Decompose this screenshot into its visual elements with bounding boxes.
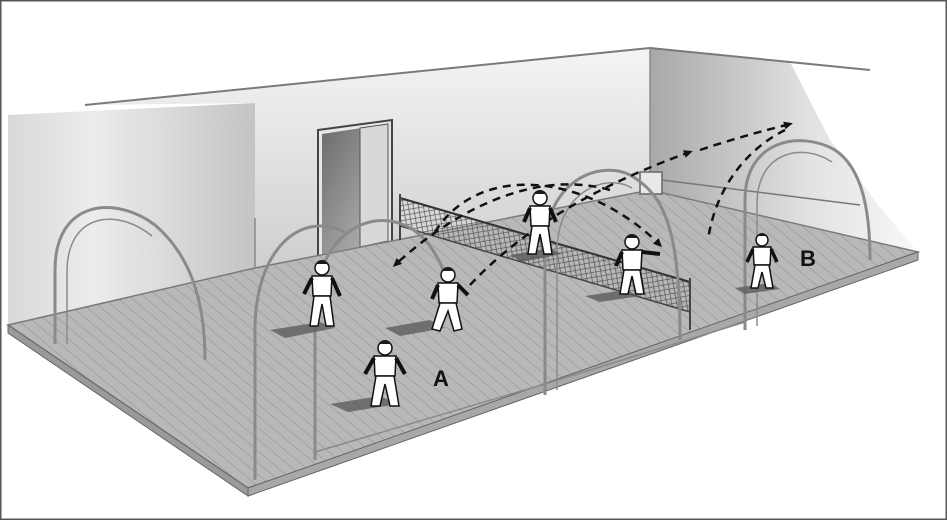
shadow-player-2 [385,320,445,336]
players [270,190,780,412]
back-rail [661,179,861,206]
player-torso [752,246,772,266]
arch-frame-3-inner [556,182,633,390]
player-torso [529,205,551,227]
player-torso [373,355,397,377]
player-arms [745,248,779,263]
player-4 [522,190,558,255]
player-6 [745,233,779,289]
player-legs [527,225,553,255]
player-torso [311,275,333,297]
trajectories [392,121,793,286]
door-leaf [359,123,389,248]
player-legs [370,375,400,407]
player-hair [533,190,547,197]
doorway [317,118,393,260]
zone-label-b: B [800,246,816,271]
player-arms [302,277,342,297]
player-legs [619,269,645,295]
zone-label-a: A [433,366,449,391]
player-legs [750,264,774,289]
player-3 [363,340,407,407]
trajectory-arrow-1 [433,183,663,248]
trajectory-arrow-3 [699,121,793,152]
player-arms [430,283,470,300]
player-hair [378,340,392,347]
arch-rail-mid [544,321,746,385]
arch-rail-front [314,383,546,453]
player-legs [309,295,335,327]
floor-right-edge [247,251,919,497]
player-5 [614,234,661,295]
player-legs [431,302,463,332]
trajectory-arrow-2 [469,150,693,286]
player-hair [441,267,455,274]
player-hair [625,234,639,241]
player-1 [302,260,342,327]
player-hair [756,233,768,239]
player-arms [363,357,407,375]
arch-frame-1 [53,206,207,361]
arch-frame-4-inner [756,151,833,326]
player-arms [522,207,558,223]
arch-frame-1-inner [66,218,153,344]
left-wall [8,103,255,325]
player-torso [621,249,643,271]
arch-frame-4 [743,139,872,330]
arch-frame-2-front [253,224,346,480]
floor [6,189,921,497]
player-hair [315,260,329,267]
trajectory-arrow-4 [706,128,786,241]
player-torso [437,282,459,304]
player-arms [614,250,661,267]
player-2 [430,267,470,332]
arch-frame-3 [543,168,682,395]
